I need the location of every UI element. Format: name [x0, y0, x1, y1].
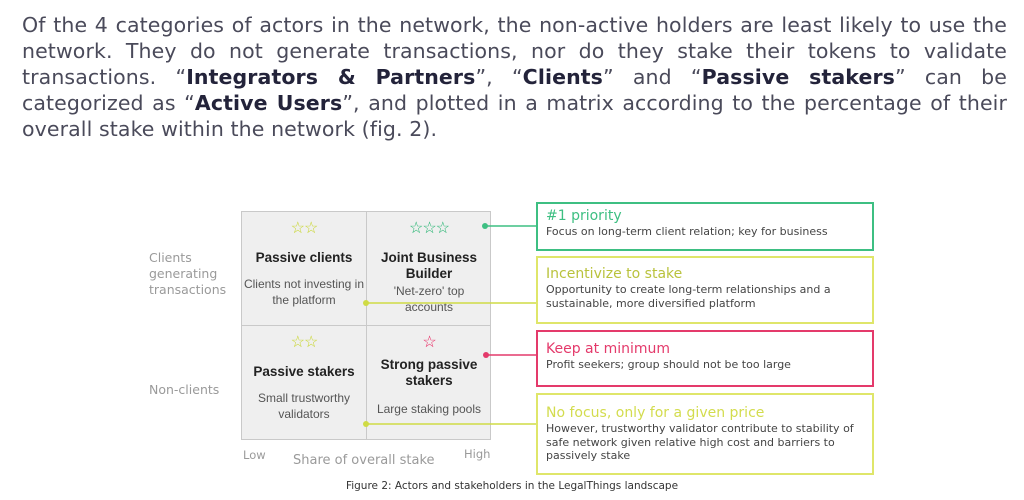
- callout-incentivize: Incentivize to stake Opportunity to crea…: [536, 256, 874, 324]
- row-label-non-clients: Non-clients: [149, 382, 220, 397]
- paragraph-text: Of the 4 categories of actors in the net…: [22, 13, 1007, 89]
- star-rating-icon: ☆☆: [290, 220, 319, 237]
- callout-body: Focus on long-term client relation; key …: [546, 225, 828, 238]
- bold-clients: Clients: [522, 65, 603, 89]
- row-label-clients: Clients generating transactions: [149, 250, 227, 297]
- cell-title: Passive stakers: [253, 364, 355, 379]
- callout-body: Opportunity to create long-term relation…: [546, 283, 831, 310]
- paragraph-text: ”, and plotted in a matrix according to …: [22, 91, 1008, 141]
- intro-paragraph: Of the 4 categories of actors in the net…: [22, 12, 1007, 142]
- cell-desc: Large staking pools: [376, 402, 482, 416]
- paragraph-text: ” can be categorized as “: [22, 65, 1007, 115]
- x-axis-title: Share of overall stake: [293, 453, 435, 468]
- cell-desc: Clients not investing in the platform: [243, 277, 365, 307]
- callout-heading: #1 priority: [546, 208, 622, 224]
- cell-desc: Small trustworthy validators: [257, 391, 351, 421]
- star-rating-icon: ☆☆☆: [408, 220, 450, 237]
- cell-title: Joint Business Builder: [380, 250, 478, 281]
- matrix-divider-horizontal: [242, 325, 490, 326]
- star-rating-icon: ☆☆: [290, 334, 319, 351]
- figure-caption: Figure 2: Actors and stakeholders in the…: [345, 480, 679, 492]
- cell-passive-stakers: ☆☆ Passive stakers Small trustworthy val…: [242, 334, 366, 422]
- star-rating-icon: ☆: [422, 334, 436, 351]
- bold-passive-stakers: Passive stakers: [701, 65, 895, 89]
- stakeholder-matrix: ☆☆ Passive clients Clients not investing…: [241, 211, 491, 440]
- bold-integrators-partners: Integrators & Partners: [186, 65, 476, 89]
- cell-strong-passive-stakers: ☆ Strong passive stakers Large staking p…: [367, 334, 491, 417]
- callout-body: Profit seekers; group should not be too …: [546, 358, 791, 371]
- callout-priority: #1 priority Focus on long-term client re…: [536, 202, 874, 251]
- x-axis-high: High: [464, 447, 491, 461]
- bold-active-users: Active Users: [194, 91, 343, 115]
- callout-heading: Keep at minimum: [546, 341, 671, 357]
- cell-title: Passive clients: [255, 250, 353, 265]
- callout-heading: No focus, only for a given price: [546, 405, 765, 421]
- cell-joint-business-builder: ☆☆☆ Joint Business Builder 'Net-zero' to…: [367, 220, 491, 315]
- cell-passive-clients: ☆☆ Passive clients Clients not investing…: [242, 220, 366, 308]
- paragraph-text: ” and “: [602, 65, 702, 89]
- x-axis-low: Low: [243, 448, 266, 462]
- callout-keep-minimum: Keep at minimum Profit seekers; group sh…: [536, 330, 874, 387]
- cell-title: Strong passive stakers: [380, 357, 478, 388]
- callout-heading: Incentivize to stake: [546, 266, 683, 282]
- cell-desc: 'Net-zero' top accounts: [393, 284, 465, 314]
- callout-body: However, trustworthy validator contribut…: [546, 422, 854, 462]
- paragraph-text: ”, “: [475, 65, 523, 89]
- callout-no-focus: No focus, only for a given price However…: [536, 393, 874, 475]
